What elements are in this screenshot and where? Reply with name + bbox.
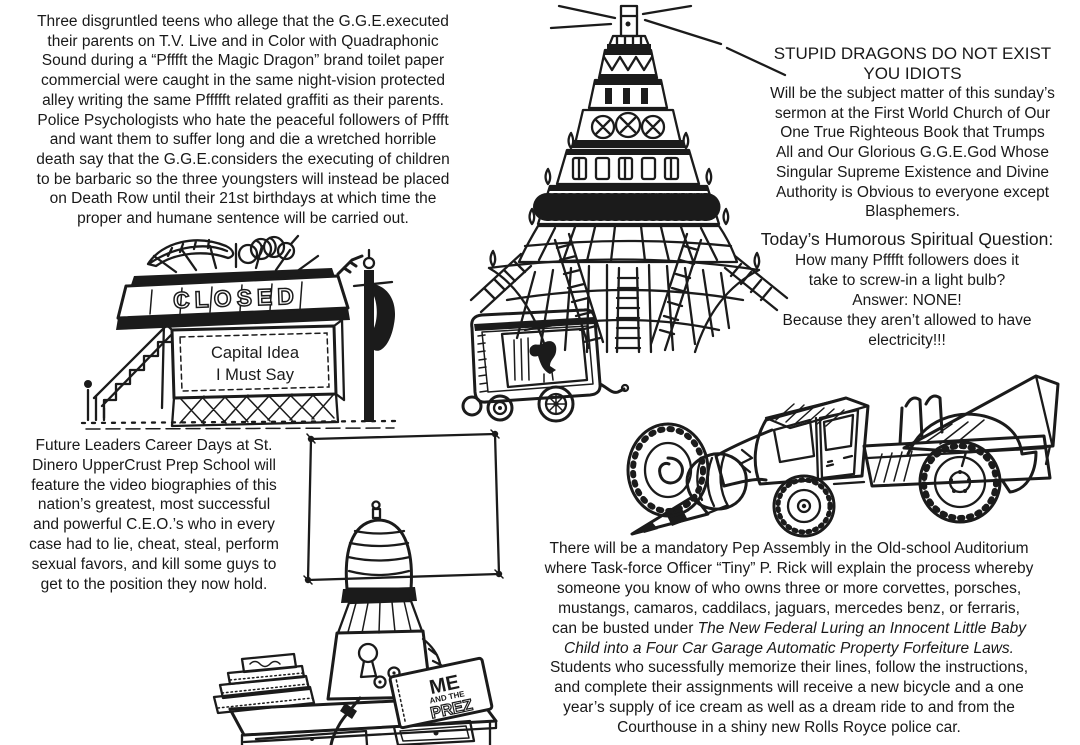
race-car-illustration: [606, 354, 1080, 544]
text-line: mustangs, camaros, caddilacs, jaguars, m…: [500, 599, 1078, 619]
text-line: Blasphemers.: [865, 203, 960, 221]
prez-book: ME AND THE PREZ: [388, 656, 494, 730]
sign-text-line1: Capital Idea: [211, 344, 300, 362]
text-line: Sound during a “Pfffft the Magic Dragon”…: [41, 52, 445, 70]
text-line: All and Our Glorious G.G.E.God Whose: [775, 144, 1050, 162]
text-line: Future Leaders Career Days at St.: [35, 437, 273, 454]
text-line: Police Psychologists who hate the peacef…: [37, 111, 449, 129]
article-sermon-body: Will be the subject matter of this sunda…: [745, 84, 1080, 222]
italic-text: The New Federal Luring an Innocent Littl…: [697, 619, 1026, 637]
spiritual-question-heading: Today’s Humorous Spiritual Question:: [760, 229, 1054, 249]
text-line: nation’s greatest, most successful: [37, 496, 271, 514]
plain-text: year’s supply of ice cream as well as a …: [563, 699, 1015, 717]
text-line: get to the position they now hold.: [40, 575, 268, 593]
book-stack: [212, 652, 316, 715]
closed-booth-illustration: CLOSED Capital Idea I Must Say: [76, 230, 406, 432]
text-line: Students who sucessfully memorize their …: [500, 658, 1078, 678]
wagon-handle: [598, 382, 626, 394]
text-line: commercial were caught in the same night…: [40, 72, 446, 90]
text-line: year’s supply of ice cream as well as a …: [500, 698, 1078, 718]
text-line: proper and humane sentence will be carri…: [77, 210, 409, 228]
front-wheel: [772, 474, 836, 538]
front-tire: [626, 422, 710, 518]
toy-wagon-illustration: [438, 300, 633, 430]
text-line: their parents on T.V. Live and in Color …: [47, 32, 439, 50]
screen-pins: [303, 429, 504, 585]
rear-wing: [902, 374, 1060, 468]
stairs: [84, 324, 174, 422]
text-line: One True Righteous Book that Trumps: [780, 124, 1045, 142]
plain-text: There will be a mandatory Pep Assembly i…: [549, 540, 1029, 557]
text-line: Will be the subject matter of this sunda…: [770, 85, 1055, 102]
projector-scene-illustration: ME AND THE PREZ: [198, 421, 513, 745]
exhaust-pipes: [898, 394, 944, 446]
closed-marquee-text: CLOSED: [173, 283, 300, 313]
horse-picture: [529, 341, 557, 374]
text-line: YOU IDIOTS: [863, 63, 962, 83]
text-line: and complete their assignments will rece…: [500, 678, 1078, 698]
spiritual-question-body: How many Pfffft followers does it take to…: [733, 251, 1080, 351]
text-line: Because they aren’t allowed to have: [782, 312, 1032, 329]
plain-text: where Task-force Officer “Tiny” P. Rick …: [544, 559, 1034, 577]
plain-text: someone you know of who owns three or mo…: [556, 579, 1022, 597]
text-line: sermon at the First World Church of Our: [774, 104, 1051, 122]
text-line: take to screw-in a light bulb?: [808, 272, 1006, 289]
temple-tower-illustration: [455, 0, 800, 356]
feather: [146, 238, 235, 268]
rear-fender: [906, 412, 1038, 494]
text-line: sexual favors, and kill some guys to: [31, 555, 277, 573]
article-pep-assembly: There will be a mandatory Pep Assembly i…: [500, 539, 1078, 738]
caterpillar: [237, 234, 300, 265]
lamp-post: [336, 248, 396, 422]
article-career-days: Future Leaders Career Days at St. Dinero …: [14, 436, 294, 594]
plain-text: and complete their assignments will rece…: [554, 679, 1024, 697]
plain-text: Students who sucessfully memorize their …: [549, 659, 1029, 677]
text-line: on Death Row until their 21st birthdays …: [49, 190, 437, 208]
text-line: Answer: NONE!: [852, 292, 962, 309]
plain-text: mustangs, camaros, caddilacs, jaguars, m…: [558, 599, 1020, 617]
text-line: and want them to suffer long and die a w…: [49, 131, 437, 149]
sign-text-line2: I Must Say: [216, 366, 295, 384]
text-line: Authority is Obvious to everyone except: [775, 183, 1050, 201]
text-line: feature the video biographies of this: [31, 476, 277, 494]
text-line: Three disgruntled teens who allege that …: [37, 13, 449, 30]
text-line: to be barbaric so the three youngsters w…: [36, 170, 450, 188]
light-rays: [549, 4, 787, 77]
text-line: can be busted under The New Federal Luri…: [500, 619, 1078, 639]
text-line: case had to lie, cheat, steal, perform: [29, 535, 279, 553]
italic-text: Child into a Four Car Garage Automatic P…: [564, 639, 1014, 657]
text-line: There will be a mandatory Pep Assembly i…: [500, 539, 1078, 559]
text-line: alley writing the same Pffffft related g…: [42, 91, 444, 109]
plain-text: can be busted under: [552, 619, 698, 637]
text-line: STUPID DRAGONS DO NOT EXIST: [773, 44, 1052, 63]
text-line: Dinero UpperCrust Prep School will: [32, 456, 276, 474]
plain-text: Courthouse in a shiny new Rolls Royce po…: [617, 719, 961, 737]
lattice: [170, 392, 340, 428]
text-line: death say that the G.G.E.considers the e…: [36, 150, 450, 168]
text-line: where Task-force Officer “Tiny” P. Rick …: [500, 559, 1078, 579]
text-line: Child into a Four Car Garage Automatic P…: [500, 639, 1078, 659]
text-line: Courthouse in a shiny new Rolls Royce po…: [500, 718, 1078, 738]
text-line: Singular Supreme Existence and Divine: [775, 163, 1050, 181]
text-line: and powerful C.E.O.’s who in every: [33, 516, 275, 534]
cab: [753, 396, 870, 486]
text-line: someone you know of who owns three or mo…: [500, 579, 1078, 599]
text-line: electricity!!!: [868, 332, 946, 349]
text-line: How many Pfffft followers does it: [795, 252, 1019, 269]
article-teens-story: Three disgruntled teens who allege that …: [10, 12, 476, 229]
rear-wheel: [918, 440, 1002, 524]
